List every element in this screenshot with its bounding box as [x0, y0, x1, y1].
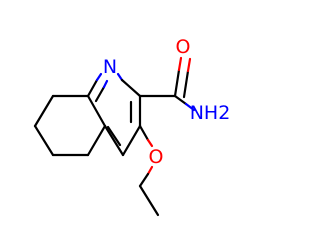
- bond-c3-o-carbon-half: [138, 124, 150, 142]
- bond-carbonyl-n-nitrogen-half: [184, 102, 196, 112]
- ether-oxygen-label: O: [149, 146, 164, 168]
- cyclohexane-ring: [33, 94, 107, 157]
- bond-c4a-c8a: [86, 94, 107, 128]
- bond-carbonyl-o-single-carbon-half: [173, 68, 181, 98]
- bond-c8-c7: [33, 94, 55, 128]
- bond-carbonyl-o-double-carbon-half: [182, 69, 190, 99]
- amide-nh2-label: NH2: [190, 102, 231, 124]
- bond-carbonyl-o-double-oxygen-half: [186, 57, 192, 73]
- ethoxy-group: [138, 124, 160, 217]
- bond-carbonyl-n-carbon-half: [173, 94, 188, 106]
- bond-c5-c4a: [86, 124, 107, 157]
- bond-c4-c4a-double: [106, 125, 122, 147]
- bond-c8a-n1-carbon-half: [86, 78, 99, 98]
- bond-c3-o-oxygen-half: [146, 138, 154, 148]
- bond-n1-c2-nitrogen-half: [116, 72, 124, 82]
- bond-c4-c4a: [103, 124, 125, 157]
- bond-c8a-n1-nitrogen-half: [95, 72, 103, 82]
- bond-o-ch2-carbon-half: [138, 172, 150, 188]
- bond-carbonyl-o-single-oxygen-half: [177, 56, 183, 72]
- carbonyl-oxygen-label: O: [176, 36, 191, 58]
- bond-c8a-n1-double-carbon-half: [94, 85, 106, 103]
- bond-n1-c2-carbon-half: [120, 78, 142, 98]
- bond-ch2-ch3: [138, 184, 160, 217]
- pyridine-ring: [86, 72, 142, 157]
- bond-o-ch2-oxygen-half: [146, 165, 154, 176]
- bond-c7-c6: [33, 124, 55, 157]
- ring-nitrogen-label: N: [103, 56, 117, 78]
- molecule-structure: N O NH2 O: [33, 36, 231, 217]
- bond-c8a-n1-double-nitrogen-half: [102, 79, 109, 89]
- carboxamide-group: [138, 56, 196, 112]
- bond-c3-c4: [121, 124, 142, 157]
